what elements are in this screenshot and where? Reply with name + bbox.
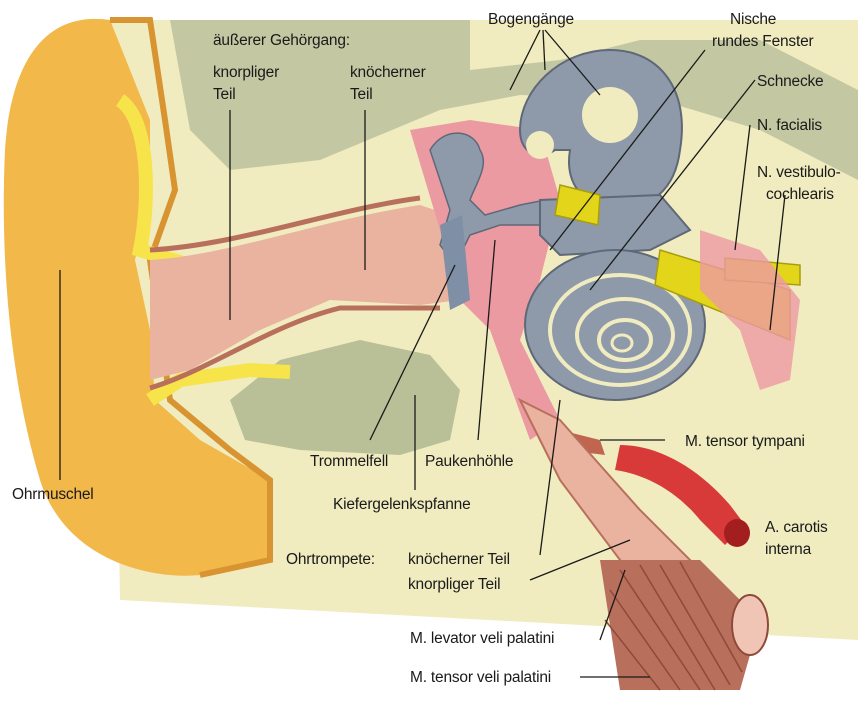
label-knorpliger-2: Teil <box>213 86 235 103</box>
carotid-opening <box>724 519 750 547</box>
label-knoecherner-1: knöcherner <box>350 64 426 81</box>
label-tensor-tympani: M. tensor tympani <box>685 433 805 450</box>
canal-lumen-1 <box>582 87 638 143</box>
label-tensor-veli: M. tensor veli palatini <box>410 669 551 686</box>
label-facialis: N. facialis <box>757 117 822 134</box>
label-aeusserer-gehoergang: äußerer Gehörgang: <box>213 32 350 49</box>
label-nische-1: Nische <box>730 11 776 28</box>
label-levator: M. levator veli palatini <box>410 630 554 647</box>
label-paukenhoehle: Paukenhöhle <box>425 453 513 470</box>
label-bogengaenge: Bogengänge <box>488 11 574 28</box>
label-knorpliger-1: knorpliger <box>213 64 279 81</box>
label-ohrtrompete: Ohrtrompete: <box>286 551 375 568</box>
canal-lumen-2 <box>526 131 554 159</box>
label-kiefergelenkspfanne: Kiefergelenkspfanne <box>333 496 471 513</box>
label-tube-knoechern: knöcherner Teil <box>408 551 510 568</box>
label-nische-2: rundes Fenster <box>712 33 813 50</box>
label-trommelfell: Trommelfell <box>310 453 388 470</box>
label-tube-knorplig: knorpliger Teil <box>408 576 500 593</box>
label-ohrmuschel: Ohrmuschel <box>12 486 94 503</box>
label-schnecke: Schnecke <box>757 73 823 90</box>
tube-opening <box>732 595 768 655</box>
label-vestibulo-2: cochlearis <box>766 186 834 203</box>
label-vestibulo-1: N. vestibulo- <box>757 164 841 181</box>
label-carotis-2: interna <box>765 541 812 558</box>
label-carotis-1: A. carotis <box>765 519 828 536</box>
label-knoecherner-2: Teil <box>350 86 372 103</box>
